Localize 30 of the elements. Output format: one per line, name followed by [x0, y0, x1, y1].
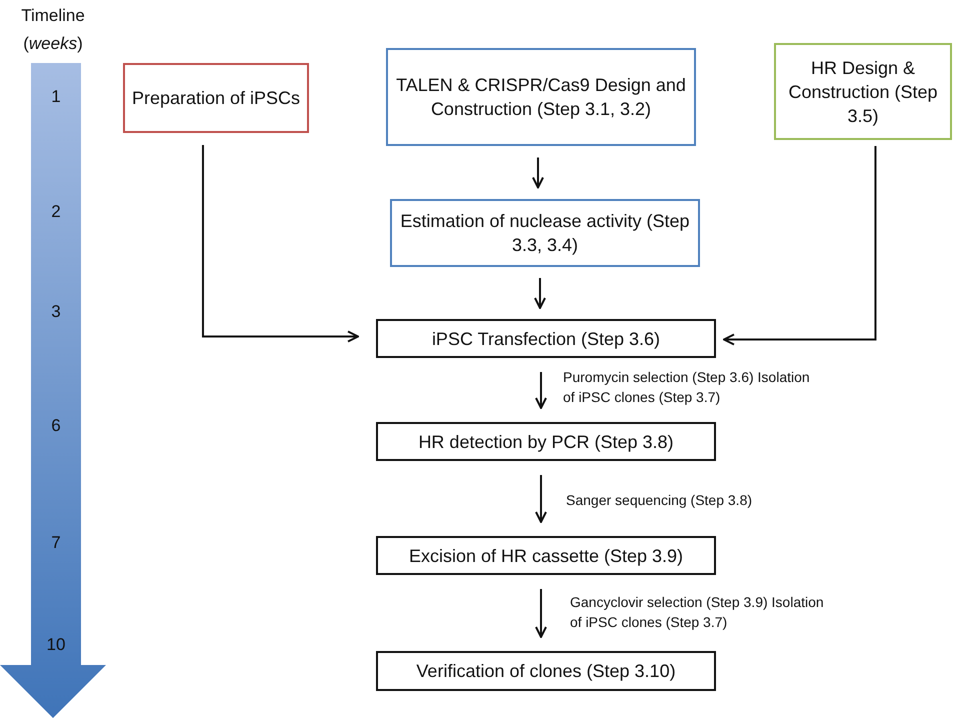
week-number: 1	[50, 86, 62, 108]
step-text: iPSC Transfection (Step 3.6)	[432, 328, 660, 350]
arrow	[534, 278, 546, 309]
process-box	[376, 536, 716, 575]
arrow	[723, 146, 876, 346]
step-text: Estimation of nuclease activity (Step 3.3, 3.4)	[399, 210, 691, 257]
week-number: 2	[50, 201, 62, 223]
arrow	[535, 372, 547, 409]
arrow	[535, 589, 547, 638]
arrow	[535, 475, 547, 523]
week-number: 7	[50, 532, 62, 554]
arrow	[202, 145, 359, 342]
timeline-heading: Timeline (weeks)	[20, 5, 86, 55]
step-text: HR Design & Construction (Step 3.5)	[787, 56, 939, 128]
step-text: TALEN & CRISPR/Cas9 Design and Construction (Step 3.1, 3.2)	[395, 74, 687, 121]
process-box	[386, 48, 696, 146]
process-box	[376, 422, 716, 461]
step-text: Preparation of iPSCs	[132, 87, 300, 110]
step-text: HR detection by PCR (Step 3.8)	[418, 430, 674, 454]
step-text: Verification of clones (Step 3.10)	[416, 660, 676, 683]
week-number: 10	[46, 634, 66, 656]
process-box	[774, 43, 952, 140]
process-box	[376, 319, 716, 358]
week-number: 6	[50, 415, 62, 437]
process-box	[376, 651, 716, 691]
arrow	[532, 158, 544, 188]
process-box	[390, 199, 700, 267]
step-text: Excision of HR cassette (Step 3.9)	[408, 544, 684, 568]
process-box	[123, 63, 309, 133]
week-number: 3	[50, 301, 62, 323]
